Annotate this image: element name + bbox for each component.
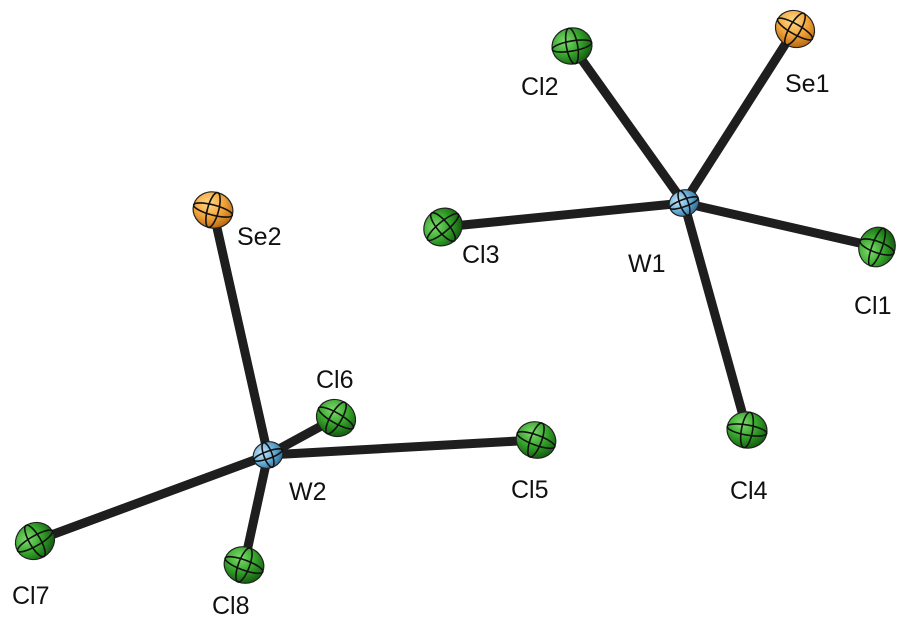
atom-label-w1: W1: [628, 250, 666, 278]
atom-label-w2: W2: [289, 478, 327, 506]
atom-cl5: [515, 421, 557, 459]
ellipsoid-ring: [564, 27, 580, 65]
ellipsoid-ring: [205, 191, 221, 229]
ellipsoid-ring: [16, 529, 54, 553]
ellipsoid-ring: [235, 547, 253, 583]
atom-w1: [668, 189, 700, 217]
atom-cl2: [551, 27, 593, 65]
bond-w2-cl8: [239, 450, 273, 570]
atom-cl4: [726, 411, 768, 449]
atom-ellipsoid: [14, 521, 56, 561]
ellipsoid-ring: [261, 441, 275, 469]
atom-label-cl4: Cl4: [730, 477, 768, 505]
ellipsoid-ring: [516, 430, 556, 450]
ellipsoid-ring: [783, 12, 807, 46]
atom-cl3: [423, 207, 463, 247]
bond-w1-cl1: [679, 198, 882, 252]
atom-label-se1: Se1: [785, 70, 829, 98]
ellipsoid-ring: [551, 39, 593, 53]
atom-label-se2: Se2: [237, 223, 281, 251]
ellipsoid-ring: [726, 423, 768, 437]
ellipsoid-ring: [669, 196, 699, 210]
ellipsoid-ring: [677, 189, 691, 217]
atom-cl8: [223, 546, 265, 584]
ellipsoid-ring: [317, 406, 355, 430]
ellipsoid-ring: [527, 422, 545, 458]
ellipsoid-ring: [429, 211, 457, 243]
bond-w2-cl5: [263, 435, 541, 460]
atoms-layer: [14, 9, 896, 584]
ellipsoid-ring: [859, 238, 895, 256]
atom-label-cl8: Cl8: [212, 592, 250, 620]
atom-se2: [192, 191, 234, 229]
bond-w2-se2: [208, 205, 273, 460]
bonds-layer: [30, 24, 882, 570]
ellipsoid-ring: [426, 212, 460, 242]
atom-ellipsoid: [858, 226, 896, 268]
ellipsoid-ring: [23, 524, 47, 558]
ellipsoid-ring: [867, 227, 887, 267]
ellipsoid-ring: [224, 555, 264, 575]
atom-label-cl7: Cl7: [12, 582, 50, 610]
ellipsoid-ring: [324, 401, 348, 435]
bond-w1-cl3: [438, 198, 689, 232]
bond-w1-se1: [679, 24, 800, 208]
atom-label-cl6: Cl6: [316, 366, 354, 394]
atom-ellipsoid: [774, 9, 816, 49]
bond-w1-cl2: [567, 41, 689, 208]
bond-w2-cl7: [30, 450, 273, 546]
atom-ellipsoid: [192, 191, 234, 229]
atom-se1: [774, 9, 816, 49]
ellipsoid-ring: [739, 411, 755, 449]
atom-cl6: [315, 398, 357, 438]
atom-label-cl5: Cl5: [511, 476, 549, 504]
atom-w2: [252, 441, 284, 469]
atom-label-cl1: Cl1: [854, 292, 892, 320]
atom-cl1: [858, 226, 896, 268]
atom-label-cl2: Cl2: [521, 73, 559, 101]
atom-cl7: [14, 521, 56, 561]
atom-label-cl3: Cl3: [462, 241, 500, 269]
atom-ellipsoid: [223, 546, 265, 584]
ellipsoid-ring: [776, 17, 814, 41]
ellipsoid-ring: [192, 202, 234, 218]
atom-ellipsoid: [315, 398, 357, 438]
bond-w1-cl4: [679, 198, 752, 435]
ellipsoid-ring: [253, 448, 283, 462]
atom-ellipsoid: [515, 421, 557, 459]
